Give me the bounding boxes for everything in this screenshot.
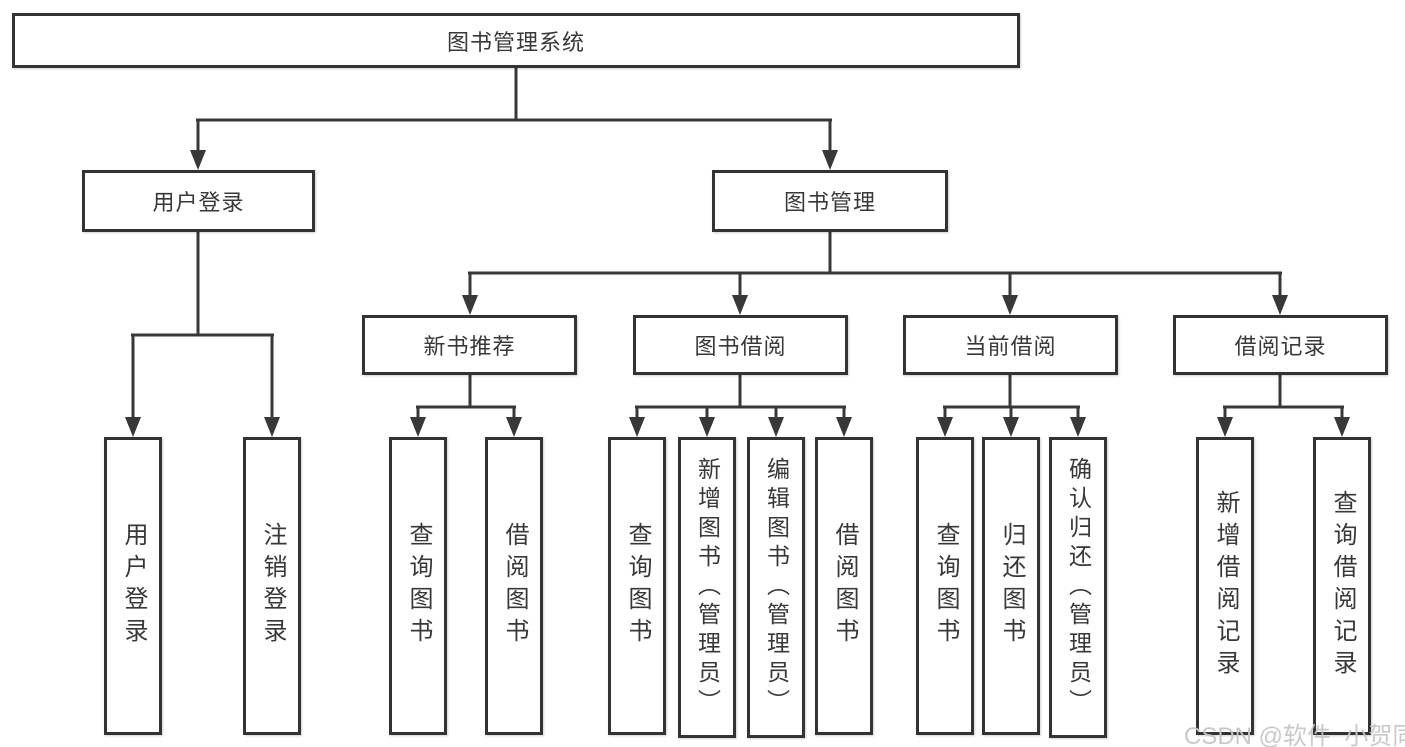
node-query-books-borrow: 查询图书: [608, 437, 666, 735]
node-current-borrowing: 当前借阅: [903, 315, 1118, 375]
node-add-borrow-record: 新增借阅记录: [1196, 437, 1254, 735]
csdn-watermark: CSDN @软件_小贺同学: [1184, 723, 1405, 747]
node-leaf-user-login: 用户登录: [104, 437, 162, 735]
node-borrow-books-newrec: 借阅图书: [485, 437, 543, 735]
connector-newbookrec-to-leaves: [410, 375, 522, 437]
node-root: 图书管理系统: [12, 13, 1020, 68]
connector-borrowrecord-to-leaves: [1217, 375, 1350, 437]
node-add-books-admin: 新增图书（管理员）: [678, 437, 736, 738]
node-return-books: 归还图书: [982, 437, 1040, 735]
node-book-borrowing: 图书借阅: [633, 315, 848, 375]
node-borrow-books-borrow: 借阅图书: [815, 437, 873, 735]
node-new-book-recommendation: 新书推荐: [362, 315, 577, 375]
node-leaf-logout: 注销登录: [243, 437, 301, 735]
connector-userlogin-to-leaves: [125, 232, 280, 437]
node-query-borrow-record: 查询借阅记录: [1313, 437, 1371, 735]
connector-root-to-level2: [190, 68, 838, 170]
node-user-login: 用户登录: [82, 170, 315, 232]
connector-currentborrow-to-leaves: [937, 375, 1086, 437]
connector-bookborrow-to-leaves: [629, 375, 852, 437]
node-confirm-return-admin: 确认归还（管理员）: [1049, 437, 1107, 738]
node-edit-books-admin: 编辑图书（管理员）: [747, 437, 805, 738]
node-query-books-current: 查询图书: [916, 437, 974, 735]
node-query-books-newrec: 查询图书: [389, 437, 447, 735]
connector-bookmgmt-to-level3: [462, 232, 1288, 315]
node-book-management: 图书管理: [712, 170, 948, 232]
node-borrowing-records: 借阅记录: [1173, 315, 1388, 375]
